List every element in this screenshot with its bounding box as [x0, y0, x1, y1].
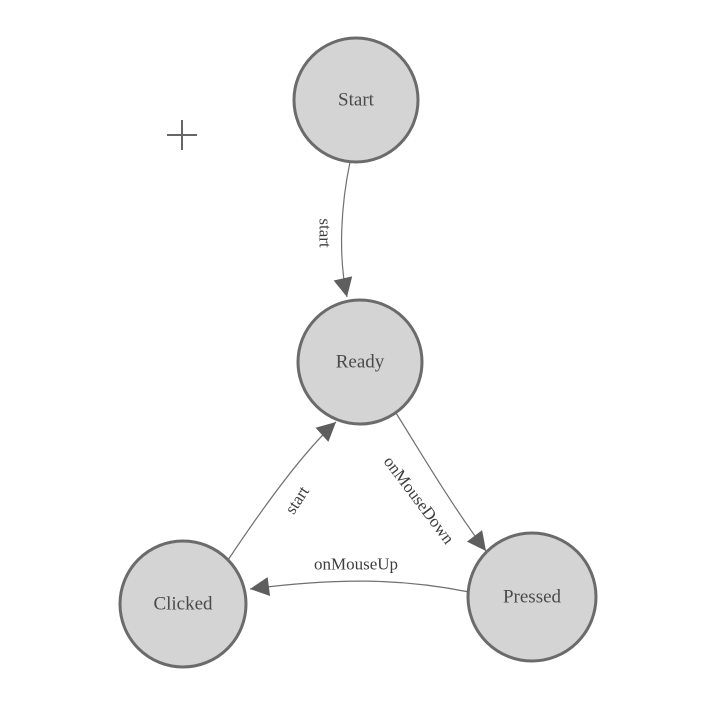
edge-label-start-1: start — [316, 218, 335, 248]
crosshair-icon — [167, 120, 197, 150]
edge-ready-to-pressed[interactable]: onMouseDown — [380, 412, 487, 552]
state-node-pressed[interactable]: Pressed — [466, 531, 598, 663]
state-node-clicked[interactable]: Clicked — [118, 539, 248, 669]
edge-start-to-ready[interactable]: start — [316, 161, 353, 298]
state-node-start[interactable]: Start — [292, 36, 420, 164]
edge-label-onmouseup: onMouseUp — [314, 555, 398, 574]
edge-pressed-to-clicked[interactable]: onMouseUp — [249, 555, 470, 596]
edge-clicked-to-ready[interactable]: start — [227, 421, 337, 561]
edge-label-start-2: start — [281, 482, 313, 517]
edge-label-onmousedown: onMouseDown — [380, 452, 459, 548]
state-node-ready[interactable]: Ready — [296, 298, 424, 426]
